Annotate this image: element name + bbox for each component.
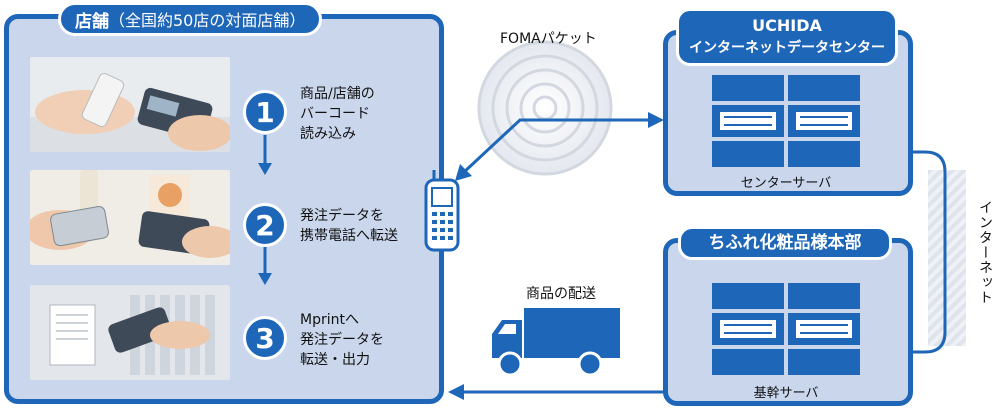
foma-arrow	[461, 118, 650, 175]
store-title-bold: 店舗	[75, 11, 109, 32]
store-title-sub: （全国約50店の対面店舗）	[109, 11, 306, 30]
internet-label: インターネット	[977, 200, 993, 305]
step-2-text: 発注データを 携帯電話へ転送	[300, 208, 398, 244]
store-title: 店舗（全国約50店の対面店舗）	[58, 2, 323, 36]
delivery-arrowhead	[448, 384, 464, 400]
delivery-label: 商品の配送	[526, 286, 596, 302]
foma-arrowhead-phone	[455, 164, 472, 181]
core-server-icon	[712, 283, 860, 375]
internet-bar	[928, 170, 966, 346]
chifure-title: ちふれ化粧品様本部	[678, 226, 892, 260]
internet-connection-line	[862, 150, 947, 354]
core-server-label: 基幹サーバ	[753, 386, 819, 401]
step-1-text: 商品/店舗の バーコード 読み込み	[300, 86, 375, 142]
step-3-badge: 3	[243, 316, 287, 360]
step-flow-arrows	[258, 135, 272, 285]
center-server-icon	[712, 75, 860, 167]
delivery-truck-icon	[492, 308, 620, 377]
uchida-title: UCHIDA インターネットデータセンター	[676, 8, 898, 66]
center-server-label: センターサーバ	[740, 176, 832, 191]
foma-arrowhead-center	[648, 112, 664, 128]
uchida-title-line1: UCHIDA	[752, 16, 822, 35]
signal-waves	[477, 40, 613, 176]
transfer-data-photo	[30, 170, 230, 265]
step-2-badge: 2	[243, 203, 287, 247]
uchida-title-line2: インターネットデータセンター	[689, 40, 885, 56]
scan-barcode-photo	[30, 57, 230, 152]
mobile-phone-icon	[424, 170, 460, 252]
step-1-badge: 1	[243, 90, 287, 134]
print-output-photo	[30, 285, 230, 380]
step-3-text: Mprintへ 発注データを 転送・出力	[300, 312, 384, 368]
foma-packet-label: FOMAパケット	[500, 31, 597, 47]
